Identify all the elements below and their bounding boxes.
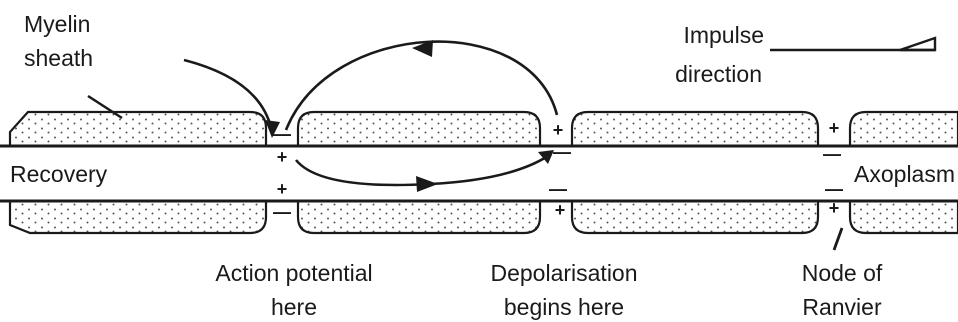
action-potential-label-line1: Action potential	[215, 260, 372, 286]
charge-node3-top-inner: —	[823, 144, 841, 164]
depolarisation-label-line2: begins here	[504, 294, 624, 320]
axoplasm-label: Axoplasm	[854, 161, 955, 187]
node-of-ranvier-label-line1: Node of	[802, 260, 883, 286]
myelin-sheath-label-line1: Myelin	[24, 11, 90, 37]
depolarisation-label-line1: Depolarisation	[490, 260, 637, 286]
recovery-label: Recovery	[10, 161, 108, 187]
charge-node1-top-outer: —	[273, 124, 291, 144]
charge-node2-bottom-outer: +	[555, 200, 566, 220]
charge-node1-bottom-outer: —	[273, 202, 291, 222]
myelin-sheath-label-line2: sheath	[24, 45, 93, 71]
charge-node1-top-inner: +	[277, 147, 288, 167]
charge-node1-bottom-inner: +	[277, 179, 288, 199]
impulse-direction-arrowhead	[900, 38, 935, 50]
internal-current-midhead	[416, 176, 438, 192]
charge-node2-top-inner: —	[553, 142, 571, 162]
myelin-segment-upper-2	[298, 112, 540, 146]
charge-node3-bottom-inner: —	[825, 179, 843, 199]
charge-node3-top-outer: +	[829, 118, 840, 138]
internal-current-endhead	[538, 150, 554, 164]
impulse-direction-label-line1: Impulse	[683, 22, 764, 48]
node-of-ranvier-pointer	[834, 228, 842, 250]
myelin-segment-lower-4	[850, 201, 958, 233]
node-of-ranvier-label-line2: Ranvier	[802, 294, 882, 320]
myelin-segment-upper-3	[572, 112, 818, 146]
axon-membranes	[0, 146, 958, 201]
charge-node3-bottom-outer: +	[829, 198, 840, 218]
upper-myelin-segments	[10, 112, 958, 146]
lower-myelin-segments	[10, 201, 958, 233]
myelin-segment-lower-3	[572, 201, 818, 233]
action-potential-label-line2: here	[271, 294, 317, 320]
myelin-segment-lower-2	[298, 201, 540, 233]
myelin-segment-upper-1	[10, 112, 266, 146]
impulse-direction-label-line2: direction	[675, 61, 762, 87]
myelin-segment-lower-1	[10, 201, 266, 233]
charge-node2-bottom-inner: —	[549, 179, 567, 199]
myelin-segment-upper-4	[850, 112, 958, 146]
charge-node2-top-outer: +	[553, 120, 564, 140]
diagram-labels: Myelin sheath Impulse direction Recovery…	[10, 11, 955, 320]
